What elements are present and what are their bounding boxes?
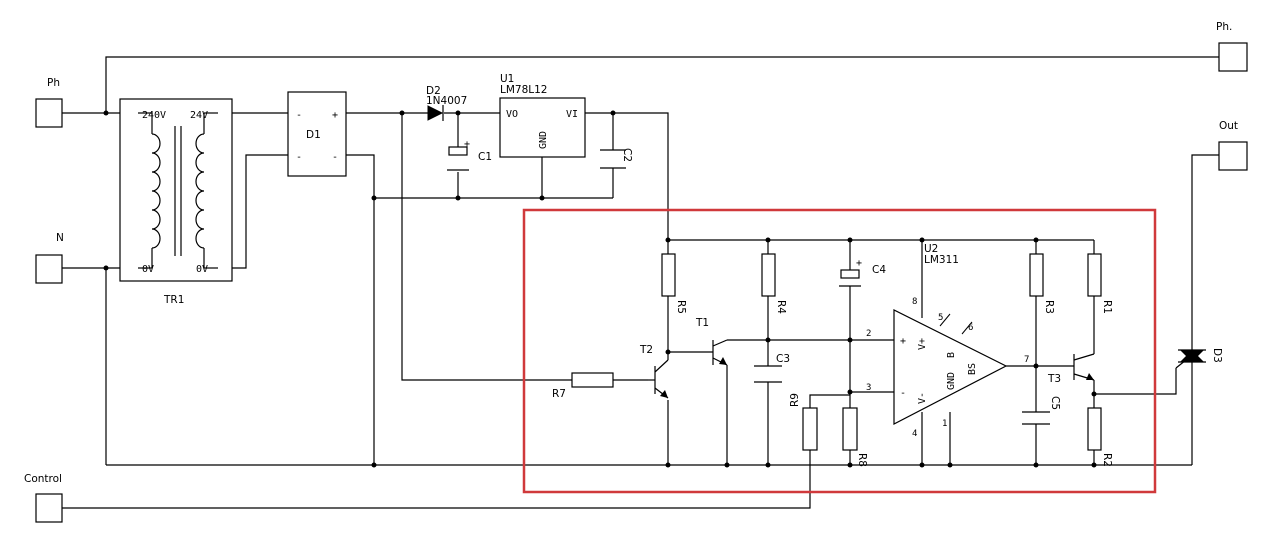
resistor-r7 [571, 372, 614, 388]
r8-ref-label: R8 [856, 453, 868, 467]
c5-ref-label: C5 [1049, 396, 1061, 410]
resistor-r2 [1087, 407, 1102, 451]
u2-pin-3: 3 [866, 383, 871, 393]
resistor-r9 [802, 407, 818, 451]
r3-ref-label: R3 [1043, 300, 1055, 314]
triac-d3 [1175, 349, 1206, 369]
diode-ref-label: D2 [426, 85, 441, 97]
terminal-n-left-label: N [56, 232, 64, 244]
resistor-r1 [1087, 253, 1102, 297]
c2-ref-label: C2 [621, 148, 633, 162]
u2-pin-2: 2 [866, 329, 871, 339]
capacitor-c3 [754, 365, 782, 383]
junctions [103, 110, 1097, 468]
u2-supply-minus: V- [917, 392, 928, 404]
r7-ref-label: R7 [552, 388, 566, 400]
transistor-t1 [712, 339, 728, 366]
u2-pin-1: 1 [942, 419, 947, 429]
u2-pin-b: B [946, 352, 957, 358]
capacitor-c2 [600, 149, 626, 169]
c4-ref-label: C4 [872, 264, 886, 276]
transformer-ref-label: TR1 [163, 294, 184, 306]
terminal-out-label: Out [1219, 120, 1238, 132]
transistor-t2 [648, 352, 669, 399]
resistor-r3 [1029, 253, 1044, 297]
u2-part-label: LM311 [924, 254, 959, 266]
regulator-pin-vo: VO [506, 109, 518, 120]
terminal-ph-right-label: Ph. [1216, 21, 1232, 33]
triac-ref-label: D3 [1211, 348, 1223, 363]
u2-supply-plus: V+ [917, 338, 928, 350]
regulator-pin-gnd: GND [538, 131, 549, 149]
diode-d2 [427, 105, 444, 121]
resistor-r5 [661, 253, 676, 297]
terminal-ph-right [1218, 42, 1248, 72]
u2-pin-bs: BS [967, 363, 978, 375]
bridge-ref-label: D1 [306, 129, 321, 141]
terminal-ph-left [35, 98, 63, 128]
terminal-ph-left-label: Ph [47, 77, 60, 89]
terminal-control [35, 493, 63, 523]
r1-ref-label: R1 [1101, 300, 1113, 314]
u2-pin-8: 8 [912, 297, 917, 307]
capacitor-c1 [447, 146, 469, 171]
bridge-pin-minus-bottom-right: - [332, 152, 338, 163]
u2-ref-label: U2 [924, 243, 938, 255]
r4-ref-label: R4 [775, 300, 787, 314]
capacitor-c4 [839, 261, 861, 287]
transformer-secondary-top-label: 24V [190, 110, 208, 121]
wires [62, 56, 1219, 509]
t2-ref-label: T2 [639, 344, 653, 356]
t3-ref-label: T3 [1047, 373, 1061, 385]
r2-ref-label: R2 [1101, 453, 1113, 467]
bridge-pin-plus: + [332, 110, 338, 121]
r9-ref-label: R9 [789, 393, 801, 407]
c4-plus: + [856, 258, 862, 269]
transformer-secondary-bottom-label: 0V [196, 264, 208, 275]
c1-ref-label: C1 [478, 151, 492, 163]
u2-pin-5: 5 [938, 313, 943, 323]
terminal-n-left [35, 254, 63, 284]
transformer-tr1 [119, 98, 233, 282]
bridge-pin-minus-top: - [296, 110, 302, 121]
terminal-control-label: Control [24, 473, 62, 485]
c3-ref-label: C3 [776, 353, 790, 365]
transformer-primary-top-label: 240V [142, 110, 166, 121]
terminal-out [1218, 141, 1248, 171]
highlight-region [522, 208, 1157, 494]
r5-ref-label: R5 [675, 300, 687, 314]
u2-in-plus: + [900, 336, 906, 347]
regulator-u1 [499, 97, 586, 158]
u2-pin-6: 6 [968, 323, 973, 333]
c1-plus: + [464, 139, 470, 150]
transistor-t3 [1073, 353, 1095, 381]
bridge-rectifier-d1 [287, 91, 347, 177]
resistor-r8 [842, 407, 858, 451]
u2-pin-gnd: GND [946, 372, 957, 390]
comparator-u2 [893, 309, 1008, 425]
regulator-part-label: LM78L12 [500, 84, 547, 96]
u2-in-minus: - [900, 388, 906, 399]
u2-pin-7: 7 [1024, 355, 1029, 365]
regulator-pin-vi: VI [566, 109, 578, 120]
transformer-primary-bottom-label: 0V [142, 264, 154, 275]
bridge-pin-minus-bottom-left: - [296, 152, 302, 163]
resistor-r4 [761, 253, 776, 297]
t1-ref-label: T1 [695, 317, 709, 329]
diode-part-label: 1N4007 [426, 95, 467, 107]
u2-pin-4: 4 [912, 429, 917, 439]
regulator-ref-label: U1 [500, 73, 514, 85]
capacitor-c5 [1022, 411, 1050, 425]
